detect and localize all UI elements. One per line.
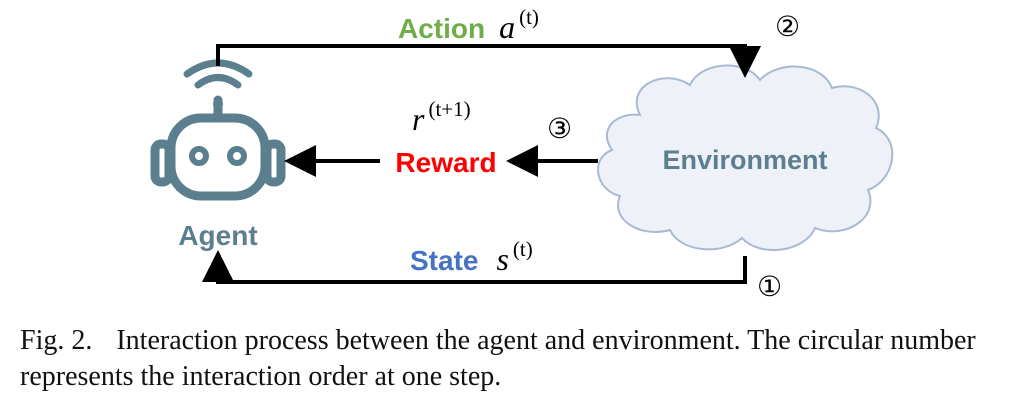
environment-label: Environment — [662, 145, 827, 175]
action-arrow — [216, 44, 761, 78]
action-superscript: (t) — [519, 5, 539, 29]
reward-symbol: r — [412, 101, 425, 137]
action-symbol: a — [499, 9, 515, 45]
action-word: Action — [398, 13, 485, 44]
state-superscript: (t) — [513, 237, 533, 261]
reward-superscript: (t+1) — [428, 97, 470, 121]
action-label: Action a (t) — [398, 5, 539, 45]
robot-icon — [150, 59, 286, 201]
caption-label: Fig. 2. — [20, 325, 93, 356]
state-arrow — [202, 250, 747, 284]
reward-word: Reward — [395, 147, 496, 178]
step-3-marker: ③ — [547, 114, 572, 145]
step-2-marker: ② — [775, 12, 800, 43]
reward-symbol-label: r (t+1) — [412, 97, 471, 137]
state-symbol: s — [496, 241, 508, 277]
caption-text: Interaction process between the agent an… — [20, 325, 976, 392]
agent-label: Agent — [178, 220, 257, 251]
figure-caption: Fig. 2.Interaction process between the a… — [20, 323, 1030, 395]
step-1-marker: ① — [757, 272, 782, 303]
state-word: State — [410, 245, 478, 276]
state-label: State s (t) — [410, 237, 533, 277]
agent-environment-diagram: Agent Environment Action a (t) ② Reward … — [150, 5, 894, 303]
